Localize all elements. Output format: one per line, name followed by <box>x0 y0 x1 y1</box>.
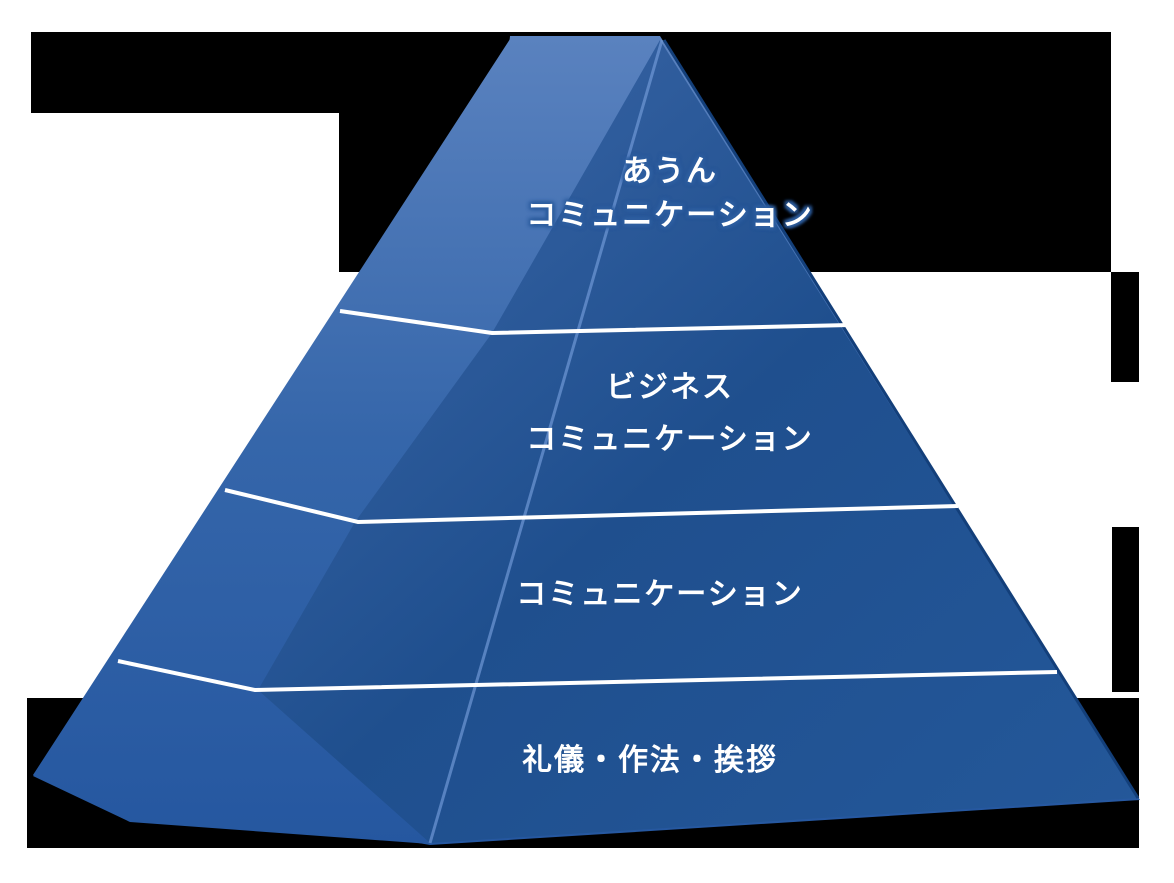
tier-2-line2: コミュニケーション <box>526 422 814 457</box>
tier-1-label: あうん コミュニケーション <box>470 150 870 238</box>
background-white-bottom <box>0 848 1174 876</box>
background-block-left-top <box>31 32 340 112</box>
tier-1-line1: あうん <box>622 154 718 189</box>
tier-4-label: 礼儀・作法・挨拶 <box>460 738 840 784</box>
tier-2-line1: ビジネス <box>606 370 734 405</box>
tier-3-line1: コミュニケーション <box>516 577 804 612</box>
background-block-right-col <box>1111 272 1139 382</box>
pyramid-front-face <box>258 40 1138 843</box>
divider-2 <box>224 488 959 525</box>
tier-4-line1: 礼儀・作法・挨拶 <box>522 743 778 778</box>
tier-1-line2: コミュニケーション <box>526 198 814 233</box>
tier-3-label: コミュニケーション <box>450 572 870 618</box>
divider-1 <box>339 309 851 336</box>
divider-3 <box>117 659 1058 693</box>
tier-2-label: ビジネス コミュニケーション <box>470 362 870 466</box>
background-white-right-notch <box>858 290 1108 430</box>
background-block-right-mid <box>1112 527 1139 692</box>
background-white-right-lower <box>1139 0 1174 876</box>
background-white-top <box>0 0 1174 32</box>
